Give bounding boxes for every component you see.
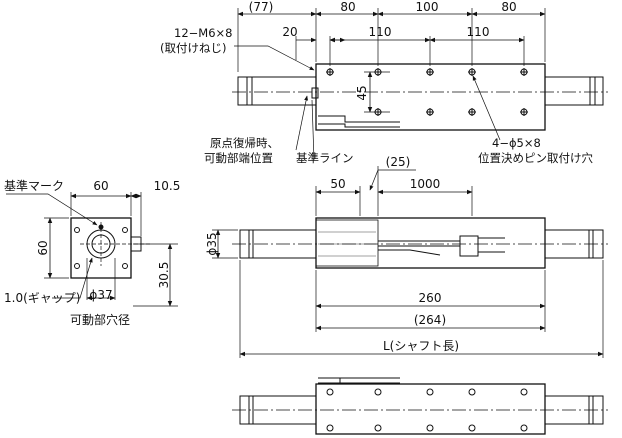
end-view-labels: 基準マーク 60 10.5 60 30.5 ϕ37 1.0(ギャップ) 可動部穴… [4, 178, 180, 327]
end-dim-bore: ϕ37 [89, 288, 112, 302]
bottom-cable [318, 377, 400, 384]
origin-label-line2: 可動部端位置 [204, 151, 273, 165]
bottom-view [232, 377, 608, 435]
top-view-notes: 12−M6×8 (取付けねじ) 原点復帰時、 可動部端位置 基準ライン 4−ϕ5… [160, 26, 593, 165]
front-cable [378, 237, 505, 256]
front-dim-264: (264) [414, 313, 446, 327]
front-view-labels: (25) 50 1000 ϕ35 260 (264) L(シャフト長) [205, 155, 459, 353]
pin-hole-label-line2: 位置決めピン取付け穴 [478, 151, 593, 165]
end-dim-60-height: 60 [36, 240, 50, 255]
bottom-screw-holes [326, 388, 528, 432]
datum-line-label: 基準ライン [296, 151, 354, 165]
front-carriage [315, 217, 546, 269]
dim-100: 100 [416, 0, 439, 14]
top-cable [318, 115, 400, 128]
end-mark-label: 基準マーク [4, 178, 64, 193]
end-bore-label: 可動部穴径 [70, 312, 130, 327]
top-screw-holes [326, 68, 528, 116]
end-gap-label: 1.0(ギャップ) [4, 291, 80, 305]
dim-110-b: 110 [467, 25, 490, 39]
origin-label-line1: 原点復帰時、 [210, 136, 279, 150]
dim-80-a: 80 [340, 0, 355, 14]
front-dim-25: (25) [386, 155, 411, 169]
pin-hole-label-line1: 4−ϕ5×8 [492, 136, 541, 150]
dim-77: (77) [249, 0, 274, 14]
front-dim-1000: 1000 [410, 177, 441, 191]
dim-20: 20 [282, 25, 297, 39]
top-origin-mark [311, 87, 319, 99]
top-shaft-right [544, 76, 604, 106]
top-view-labels: (77) 80 100 80 20 110 110 45 [249, 0, 517, 101]
dim-110-a: 110 [369, 25, 392, 39]
screw-label-line2: (取付けねじ) [160, 41, 226, 55]
end-dim-10-5: 10.5 [154, 179, 181, 193]
screw-label-line1: 12−M6×8 [174, 26, 232, 40]
front-dim-shaft: L(シャフト長) [383, 339, 459, 353]
top-view [232, 8, 608, 161]
front-dim-dia: ϕ35 [205, 232, 219, 255]
end-view [6, 192, 178, 307]
front-dim-50: 50 [330, 177, 345, 191]
front-dim-260: 260 [419, 291, 442, 305]
bottom-carriage [315, 383, 546, 435]
front-view [212, 166, 608, 358]
end-dim-30-5: 30.5 [157, 262, 171, 289]
dim-45: 45 [355, 85, 369, 100]
dim-80-b: 80 [501, 0, 516, 14]
top-carriage [315, 63, 546, 131]
top-shaft-left [237, 76, 317, 106]
front-label-plate [315, 219, 379, 267]
end-dim-60-width: 60 [93, 179, 108, 193]
